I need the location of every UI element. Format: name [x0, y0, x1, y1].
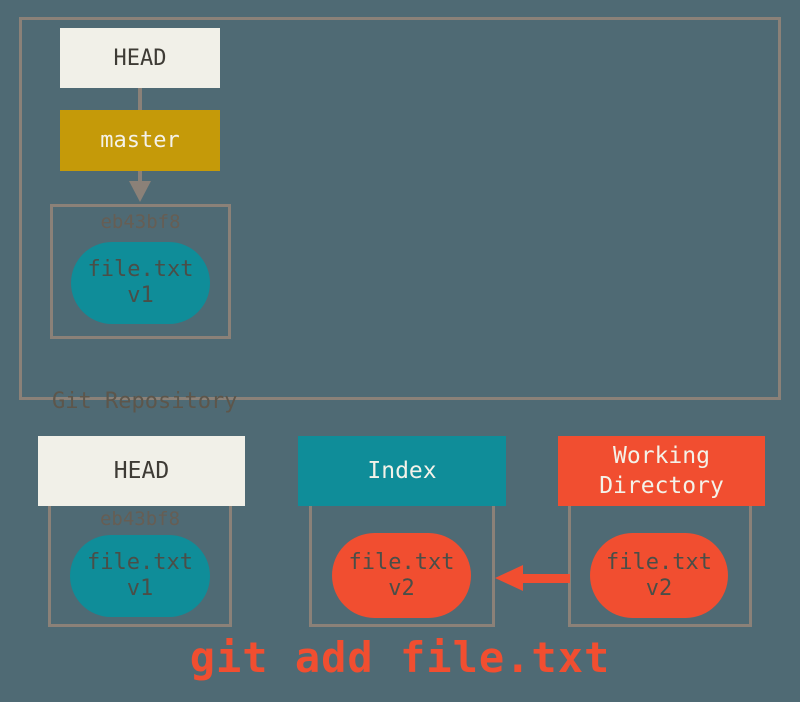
head-column-header: HEAD — [38, 436, 245, 506]
working-directory-header: Working Directory — [558, 436, 765, 506]
index-column-container — [309, 506, 495, 627]
index-file-label: file.txt — [348, 549, 455, 575]
head-to-master-connector — [138, 88, 142, 110]
repo-commit-box — [50, 204, 231, 339]
git-repository-label: Git Repository — [52, 389, 238, 414]
command-caption: git add file.txt — [189, 633, 611, 682]
wd-to-index-arrow-line — [519, 574, 570, 583]
git-repository-box: Git Repository — [19, 17, 781, 414]
index-column-header: Index — [298, 436, 506, 506]
repo-commit-file-label: file.txt — [87, 257, 194, 282]
master-to-commit-arrow-line — [138, 171, 142, 183]
repo-commit-version-label: v1 — [127, 283, 154, 308]
master-to-commit-arrowhead-icon — [129, 181, 151, 202]
working-directory-file-version-label: v2 — [645, 575, 673, 601]
index-column-title: Index — [367, 458, 437, 484]
repo-head-ref-label: HEAD — [113, 45, 167, 71]
head-column-title: HEAD — [113, 458, 170, 484]
master-branch-box: master — [60, 110, 220, 171]
head-file-blob: file.txt v1 — [70, 535, 210, 617]
working-directory-file-label: file.txt — [606, 549, 712, 575]
head-commit-hash: eb43bf8 — [99, 508, 181, 530]
wd-to-index-arrowhead-icon — [495, 565, 523, 591]
head-column-container — [48, 506, 232, 627]
repo-commit-file-blob: file.txt v1 — [71, 242, 210, 324]
master-branch-label: master — [100, 128, 180, 153]
head-file-label: file.txt — [87, 550, 193, 575]
working-directory-container — [568, 506, 752, 627]
head-file-version-label: v1 — [126, 576, 154, 601]
repo-head-ref-box: HEAD — [60, 28, 220, 88]
index-file-blob: file.txt v2 — [332, 533, 471, 618]
repo-commit-hash: eb43bf8 — [100, 211, 181, 233]
index-file-version-label: v2 — [388, 575, 415, 601]
working-directory-file-blob: file.txt v2 — [590, 533, 728, 618]
working-directory-title: Working Directory — [599, 443, 724, 499]
